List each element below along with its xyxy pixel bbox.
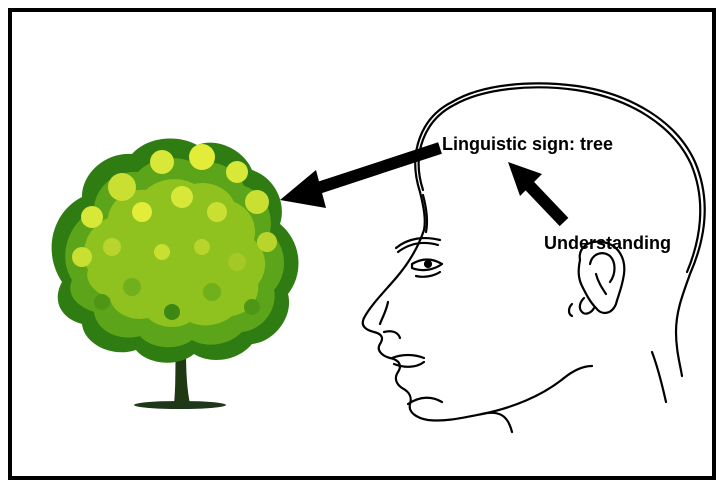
arrow-up-left-icon	[508, 162, 564, 222]
diagram-frame: Linguistic sign: tree Understanding	[8, 8, 716, 480]
linguistic-sign-label: Linguistic sign: tree	[442, 135, 613, 153]
understanding-label: Understanding	[544, 234, 671, 252]
tree-icon	[52, 139, 299, 409]
